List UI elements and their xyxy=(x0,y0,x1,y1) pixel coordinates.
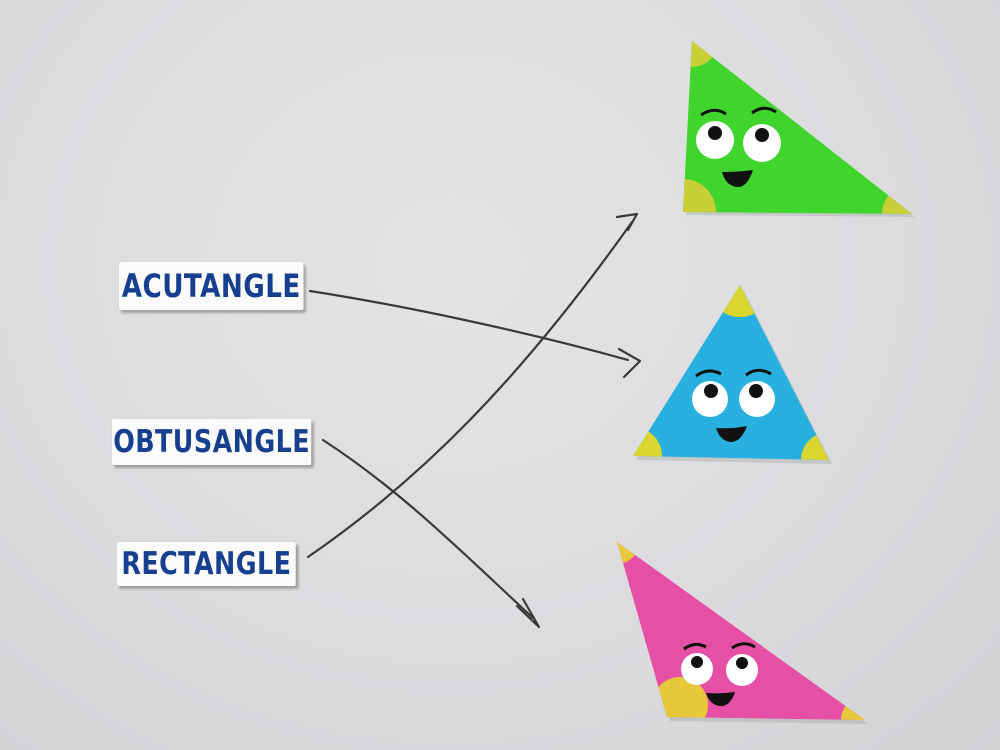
label-obtusangle: OBTUSANGLE xyxy=(113,424,311,460)
label-acutangle: ACUTANGLE xyxy=(121,267,301,305)
pink-face xyxy=(681,642,758,707)
blue-mouth xyxy=(716,426,747,442)
blue-corner-top xyxy=(708,285,772,317)
label-card-rectangle: RECTANGLE xyxy=(117,542,296,586)
arrow-rectangle-to-green xyxy=(306,212,639,559)
green-triangle-body xyxy=(683,41,912,214)
green-corner-top xyxy=(683,41,718,67)
blue-face xyxy=(692,368,775,442)
arrow-obtuse-to-pink xyxy=(321,438,541,629)
pink-corner-bottom-left xyxy=(652,677,708,720)
pink-obtuse-triangle xyxy=(617,542,868,724)
label-card-obtusangle: OBTUSANGLE xyxy=(112,419,312,465)
green-right-triangle xyxy=(683,41,915,217)
blue-corner-bottom-right xyxy=(801,432,829,460)
blue-right-eye xyxy=(739,381,775,417)
label-rectangle: RECTANGLE xyxy=(121,546,292,582)
blue-acute-triangle xyxy=(633,285,832,464)
green-right-eye xyxy=(743,124,781,162)
label-card-acutangle: ACUTANGLE xyxy=(119,262,304,310)
pink-left-eye xyxy=(681,653,713,685)
blue-corner-bottom-left xyxy=(633,427,662,460)
green-face xyxy=(696,106,781,188)
pink-right-eye xyxy=(726,654,758,686)
blue-left-eye xyxy=(692,381,728,417)
green-corner-bottom-left xyxy=(683,179,716,214)
pink-mouth xyxy=(706,692,735,707)
green-mouth xyxy=(722,170,753,188)
blue-triangle-body xyxy=(633,285,829,460)
pink-corner-top xyxy=(617,542,639,564)
arrow-acute-to-blue xyxy=(308,289,642,379)
pink-triangle-body xyxy=(617,542,865,720)
